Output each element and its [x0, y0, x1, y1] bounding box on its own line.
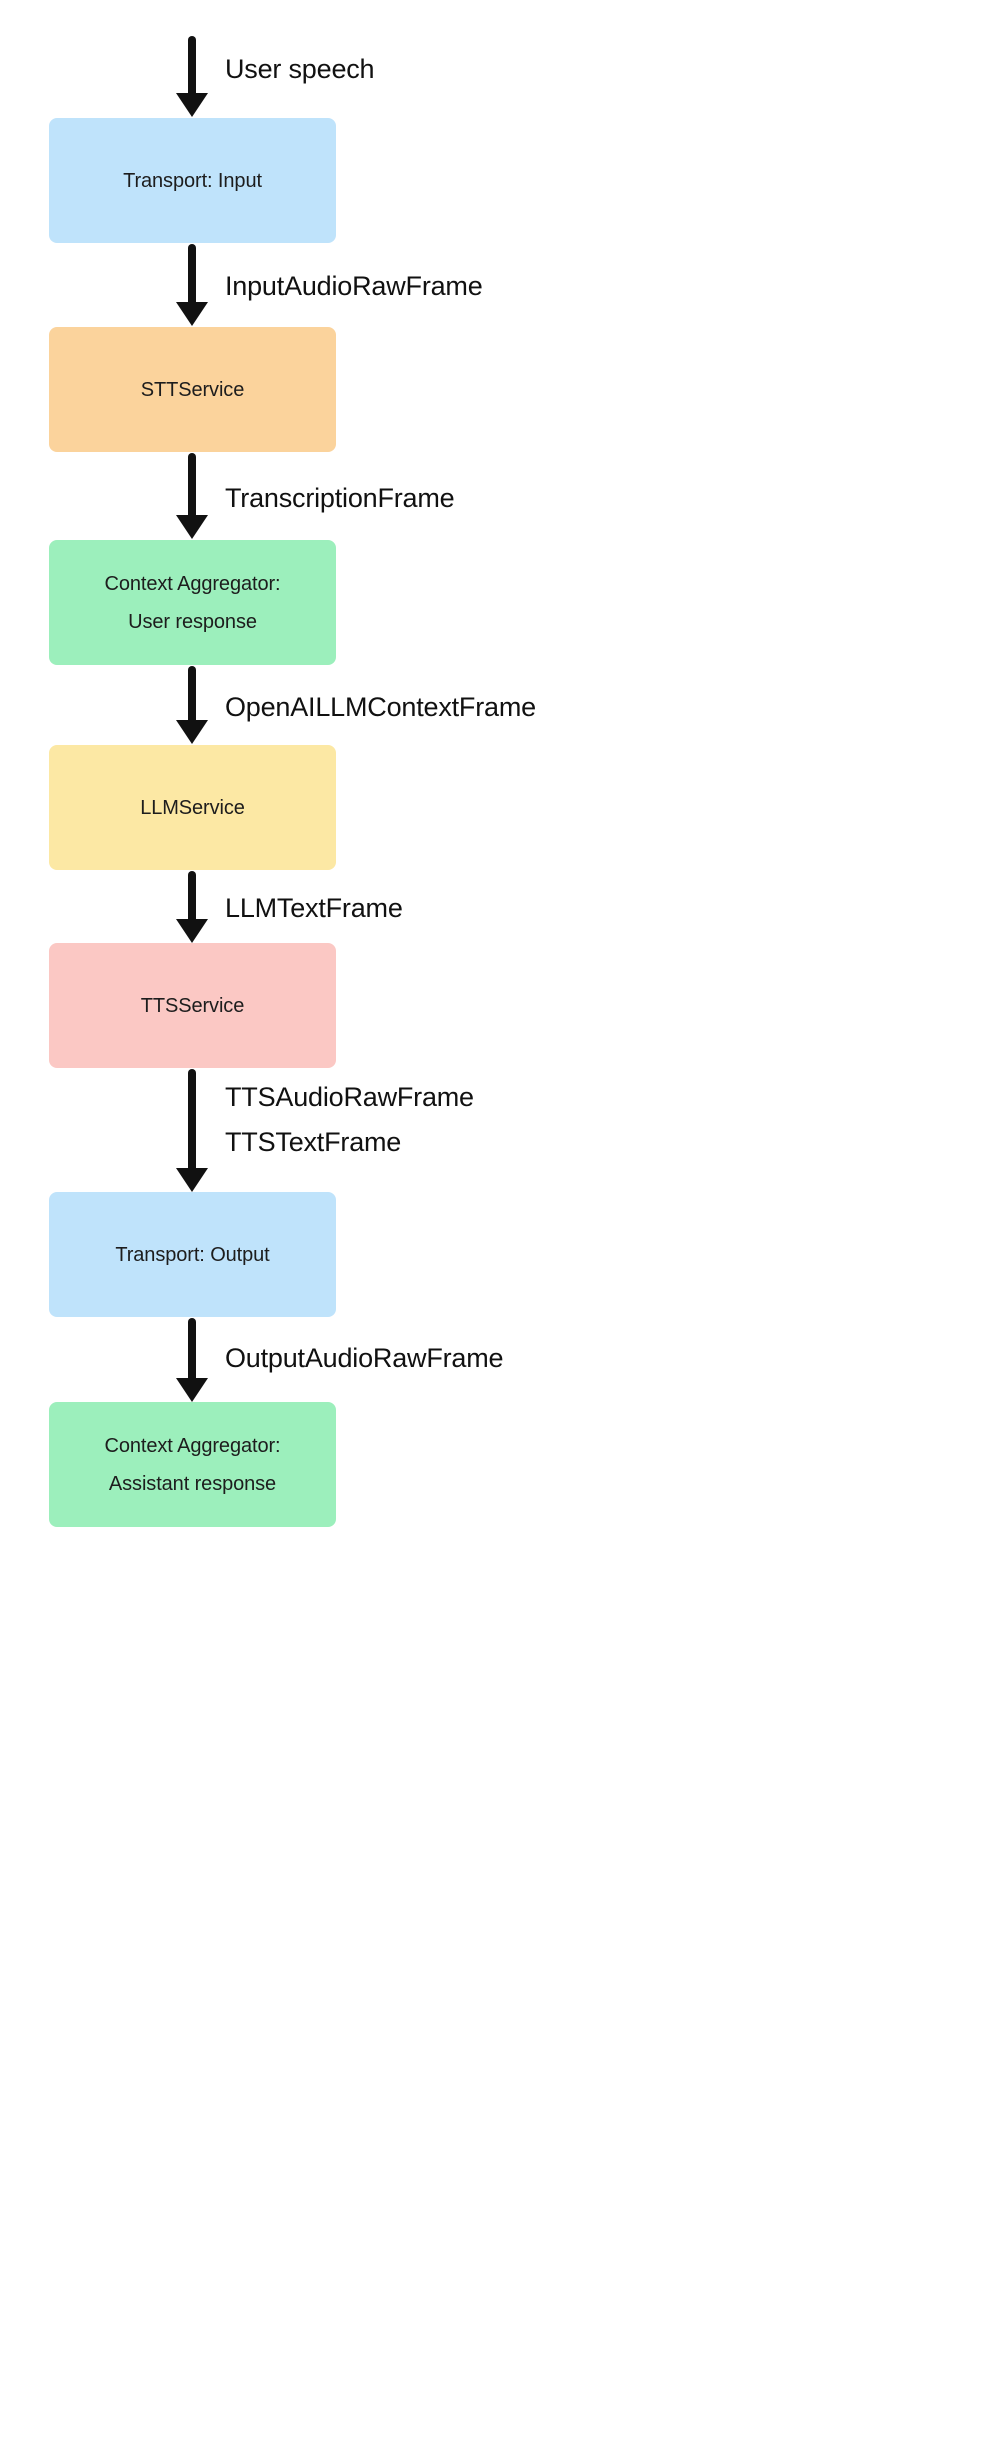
node-label-line-1: Context Aggregator: — [104, 572, 281, 595]
node-label-line-2: User response — [128, 610, 257, 633]
node-context-aggregator-assistant[interactable]: Context Aggregator: Assistant response — [49, 1402, 336, 1527]
node-label-line-2: Assistant response — [108, 1472, 277, 1495]
edge-label-line: OpenAILLMContextFrame — [225, 692, 536, 722]
edge-label-transcription-frame: TranscriptionFrame — [225, 481, 455, 515]
node-llm-service[interactable]: LLMService — [49, 745, 336, 870]
node-label: TTSService — [140, 994, 245, 1017]
edge-label-input-audio-raw-frame: InputAudioRawFrame — [225, 269, 483, 303]
node-label-line-1: Context Aggregator: — [104, 1434, 281, 1457]
edge-label-user-speech: User speech — [225, 52, 375, 86]
node-tts-service[interactable]: TTSService — [49, 943, 336, 1068]
node-label: LLMService — [140, 796, 245, 819]
edge-label-line-2: TTSTextFrame — [225, 1127, 402, 1157]
edge-label-line: LLMTextFrame — [225, 893, 403, 923]
edge-label-line: User speech — [225, 54, 375, 84]
edge-label-line-1: TTSAudioRawFrame — [225, 1082, 474, 1112]
edge-label-llm-text-frame: LLMTextFrame — [225, 891, 403, 925]
edge-label-line: TranscriptionFrame — [225, 483, 455, 513]
edge-label-output-audio-raw-frame: OutputAudioRawFrame — [225, 1341, 504, 1375]
node-transport-input[interactable]: Transport: Input — [49, 118, 336, 243]
node-label: STTService — [140, 378, 245, 401]
node-stt-service[interactable]: STTService — [49, 327, 336, 452]
edge-label-line: InputAudioRawFrame — [225, 271, 483, 301]
node-transport-output[interactable]: Transport: Output — [49, 1192, 336, 1317]
edge-label-tts-frames: TTSAudioRawFrame TTSTextFrame — [225, 1080, 474, 1159]
node-label: Transport: Output — [115, 1243, 270, 1266]
node-label: Transport: Input — [123, 169, 262, 192]
edge-label-openai-llm-context-frame: OpenAILLMContextFrame — [225, 690, 536, 724]
node-context-aggregator-user[interactable]: Context Aggregator: User response — [49, 540, 336, 665]
edge-label-line: OutputAudioRawFrame — [225, 1343, 504, 1373]
